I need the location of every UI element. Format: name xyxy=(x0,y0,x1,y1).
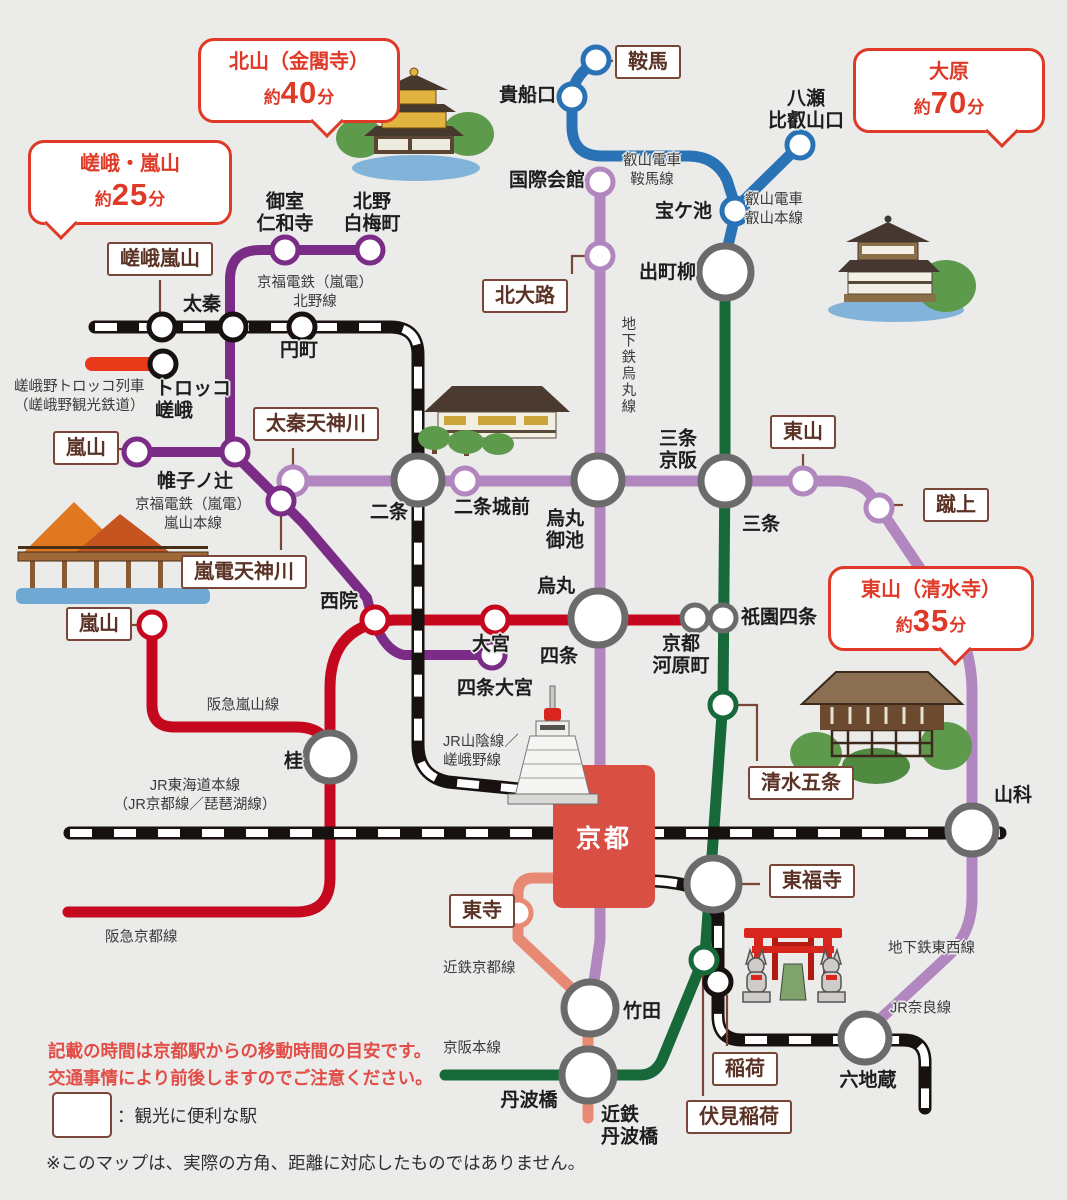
togetsukyo-bridge-illustration xyxy=(16,502,210,604)
callout-saga-arashiyama: 嵯峨・嵐山 約25分 xyxy=(28,140,232,240)
callout-time: 約35分 xyxy=(895,603,967,638)
station-omuro-ninnaji xyxy=(269,234,301,266)
station-karasuma xyxy=(567,587,629,649)
station-label-kyoto: 京都 xyxy=(575,824,632,853)
station-tofukuji xyxy=(683,854,743,914)
station-emmachi xyxy=(286,311,318,343)
callout-destination: 北山（金閣寺） xyxy=(229,51,369,73)
station-nijo xyxy=(390,452,446,508)
station-kitaoji xyxy=(584,240,616,272)
callout-time: 約25分 xyxy=(94,177,166,212)
callout-destination: 嵯峨・嵐山 xyxy=(80,153,180,175)
station-shijo-omiya xyxy=(476,639,508,671)
station-arashiyama-hankyu xyxy=(136,609,168,641)
legend-station-box xyxy=(52,1092,112,1138)
station-demachiyanagi xyxy=(695,242,755,302)
station-higashiyama xyxy=(787,465,819,497)
station-sanjo-keihan xyxy=(697,453,753,509)
station-gion-shijo xyxy=(707,602,739,634)
station-rokujizo xyxy=(837,1010,893,1066)
callout-destination: 東山（清水寺） xyxy=(861,579,1001,601)
kyoto-tower-illustration xyxy=(507,685,599,805)
fushimi-inari-illustration xyxy=(742,928,846,1003)
station-omiya xyxy=(479,604,511,636)
station-torokko-saga xyxy=(147,348,179,380)
callout-higashiyama-kiyomizu: 東山（清水寺） 約35分 xyxy=(828,566,1034,666)
travel-time-note: 記載の時間は京都駅からの移動時間の目安です。 交通事情により前後しますのでご注意… xyxy=(48,1041,433,1089)
station-tanbabashi xyxy=(558,1045,618,1105)
station-toji xyxy=(502,897,534,929)
station-karasuma-oike xyxy=(570,452,626,508)
station-keage xyxy=(863,492,895,524)
tozai-subway-line xyxy=(287,475,978,1044)
ginkakuji-illustration xyxy=(828,215,976,322)
station-yamashina xyxy=(944,802,1000,858)
legend: ：観光に便利な駅 xyxy=(52,1092,257,1138)
station-nijojo-mae xyxy=(449,465,481,497)
station-kiyomizu-gojo xyxy=(707,689,739,721)
station-saga-arashiyama xyxy=(146,311,178,343)
label-connectors xyxy=(117,59,903,1096)
station-randen-tenjingawa xyxy=(265,485,297,517)
station-saiin xyxy=(359,604,391,636)
station-kyoto-kawaramachi xyxy=(679,602,711,634)
jr-nara-stripes xyxy=(654,877,929,1108)
station-arashiyama-randen xyxy=(121,436,153,468)
station-kokusai-kaikan xyxy=(584,166,616,198)
jr-sagano-stripes xyxy=(95,323,541,795)
station-katabiranotsuji xyxy=(219,436,251,468)
station-kurama xyxy=(580,44,612,76)
station-kibuneguchi xyxy=(556,81,588,113)
station-katsura xyxy=(302,729,358,785)
kinkakuji-illustration xyxy=(336,67,494,181)
callout-kitayama-kinkakuji: 北山（金閣寺） 約40分 xyxy=(198,38,400,138)
map-disclaimer: ※このマップは、実際の方角、距離に対応したものではありません。 xyxy=(46,1153,586,1173)
nijo-castle-illustration xyxy=(418,386,570,456)
callout-ohara: 大原 約70分 xyxy=(853,48,1045,148)
hankyu-arashiyama-line xyxy=(146,622,336,761)
station-fushimi-inari xyxy=(688,944,720,976)
station-circles-layer xyxy=(121,44,1000,1105)
station-kitano-hakubaicho xyxy=(354,234,386,266)
randen-kitano-line xyxy=(225,245,375,457)
station-takeda xyxy=(560,978,620,1038)
station-takaragaike xyxy=(719,195,751,227)
callout-time: 約70分 xyxy=(913,85,985,120)
station-yase-hieizanguchi xyxy=(784,129,816,161)
station-uzumasa xyxy=(217,311,249,343)
callout-time: 約40分 xyxy=(263,75,335,110)
station-inari xyxy=(702,966,734,998)
legend-label: ：観光に便利な駅 xyxy=(117,1105,257,1126)
kiyomizu-temple-illustration xyxy=(790,671,972,784)
callout-destination: 大原 xyxy=(929,61,969,83)
